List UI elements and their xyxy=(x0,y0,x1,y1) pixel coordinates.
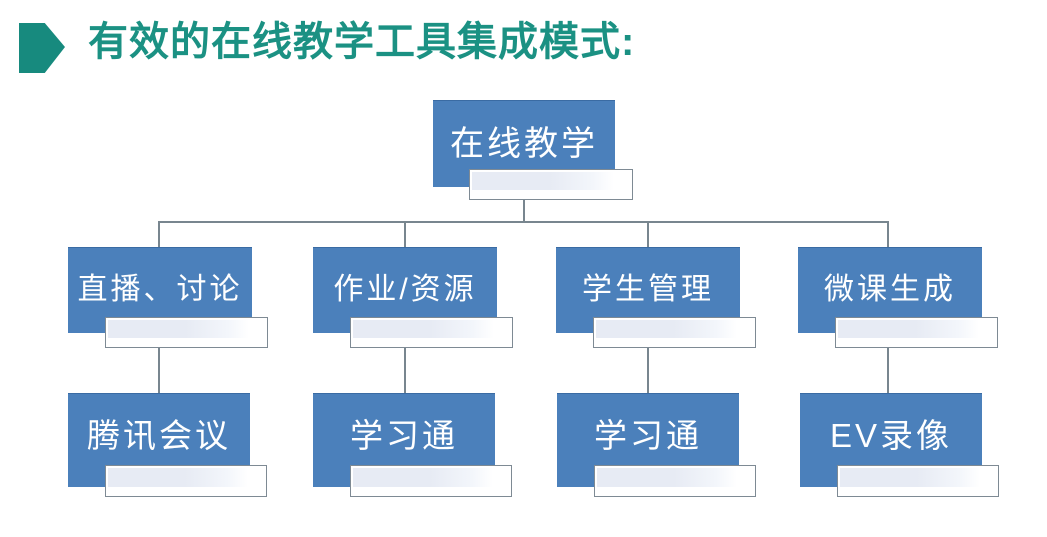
connector-main-horizontal xyxy=(158,221,889,223)
node-category-4-tag xyxy=(835,317,998,348)
connector-branch1-drop xyxy=(158,221,160,248)
connector-tool2-drop xyxy=(404,347,406,394)
arrow-right-pentagon-icon xyxy=(19,23,65,73)
connector-branch4-drop xyxy=(887,221,889,248)
node-category-3-tag xyxy=(593,317,756,348)
node-category-3: 学生管理 xyxy=(556,247,740,333)
connector-branch3-drop xyxy=(647,221,649,248)
node-tool-1-tag xyxy=(105,465,267,497)
node-tool-2-label: 学习通 xyxy=(350,417,458,454)
page-title: 有效的在线教学工具集成模式: xyxy=(88,20,636,64)
node-tool-4-label: EV录像 xyxy=(829,417,953,454)
node-category-1-label: 直播、讨论 xyxy=(77,273,243,306)
node-tool-2-tag xyxy=(350,465,512,497)
connector-tool3-drop xyxy=(647,347,649,394)
node-root-label: 在线教学 xyxy=(450,125,598,163)
connector-tool4-drop xyxy=(887,347,889,394)
node-category-2-label: 作业/资源 xyxy=(333,273,477,306)
node-tool-3-label: 学习通 xyxy=(594,417,702,454)
node-category-1-tag xyxy=(105,317,268,348)
node-tool-3-tag xyxy=(594,465,756,497)
node-tool-4-tag xyxy=(837,465,999,497)
node-root-tag xyxy=(469,169,633,200)
connector-tool1-drop xyxy=(158,347,160,394)
node-category-4-label: 微课生成 xyxy=(824,273,956,306)
connector-branch2-drop xyxy=(404,221,406,248)
node-category-3-label: 学生管理 xyxy=(582,273,714,306)
node-tool-1-label: 腾讯会议 xyxy=(87,417,231,454)
connector-root-drop xyxy=(523,199,525,222)
node-category-2-tag xyxy=(350,317,513,348)
title-row: 有效的在线教学工具集成模式: xyxy=(0,0,1047,80)
